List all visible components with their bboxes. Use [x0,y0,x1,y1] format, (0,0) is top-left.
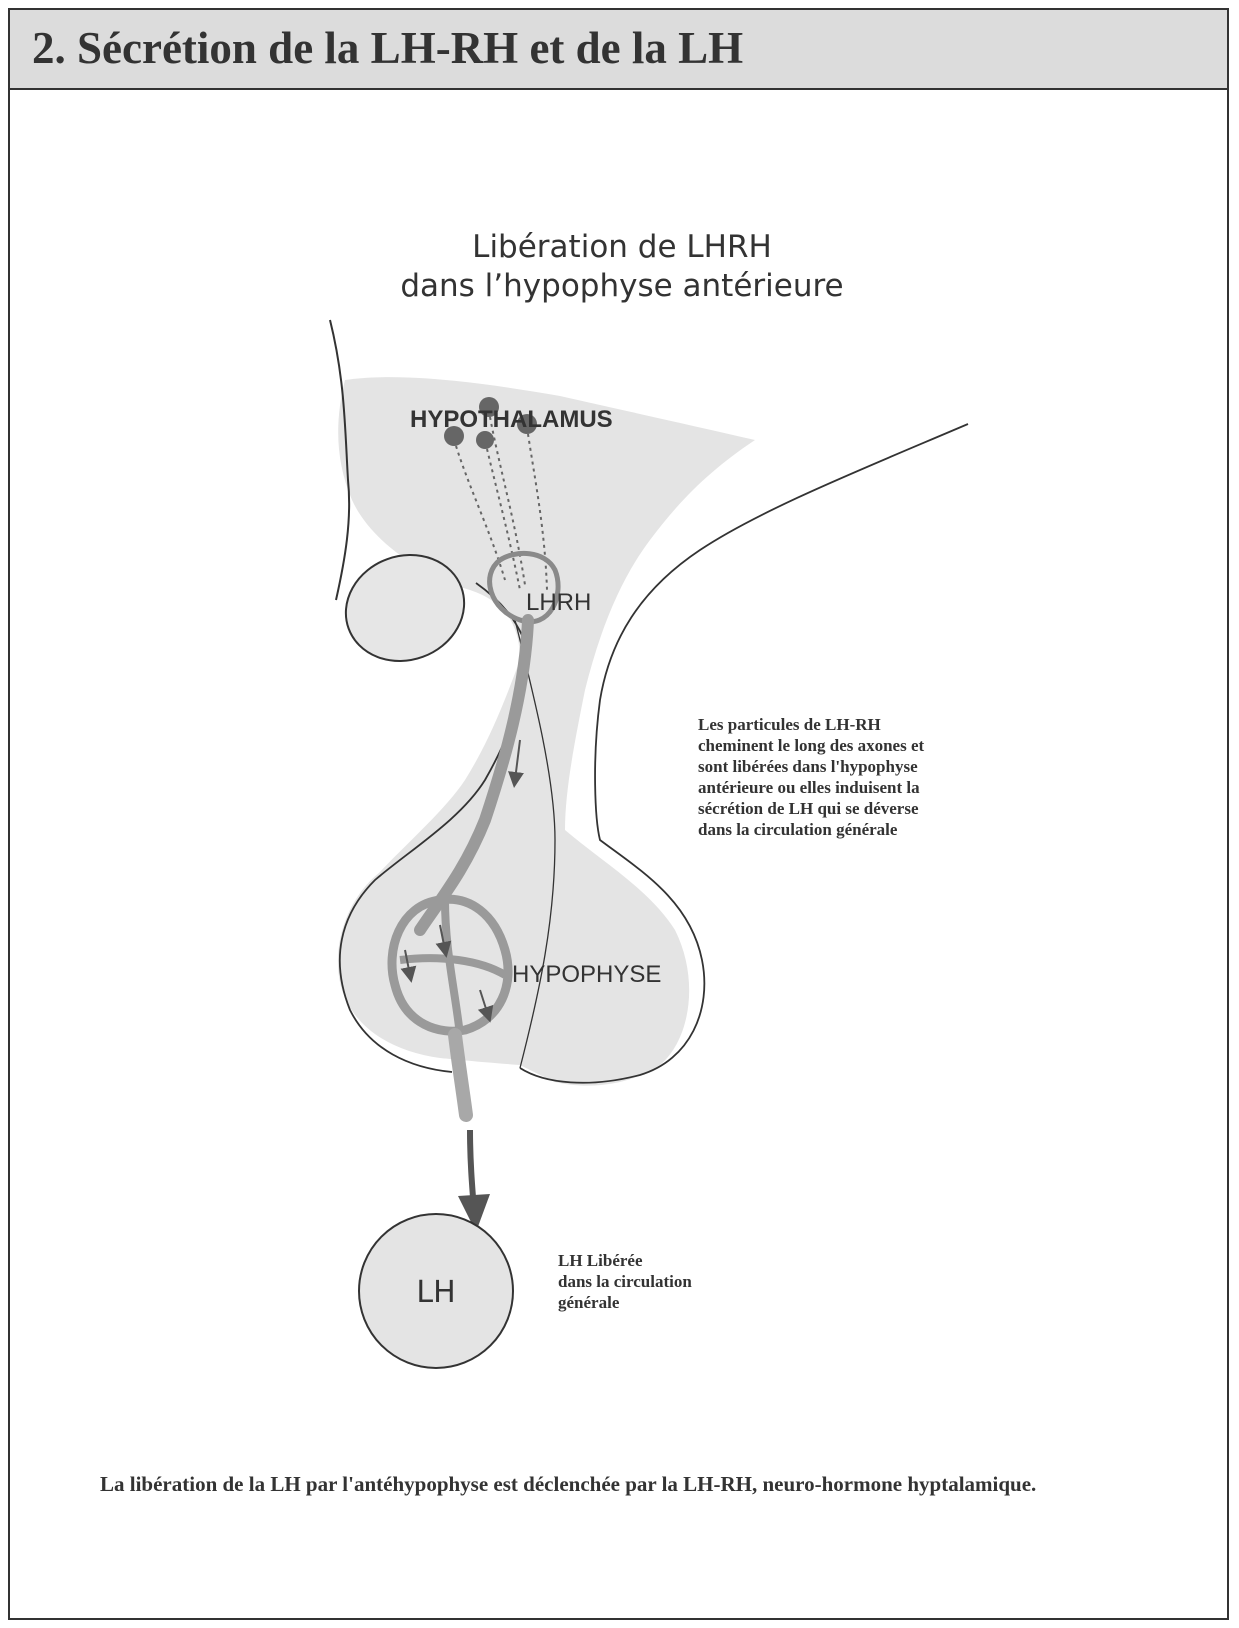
note-line: Les particules de LH-RH [698,714,924,735]
neuron-body [476,431,494,449]
note-line: générale [558,1292,692,1313]
note-line: dans la circulation générale [698,819,924,840]
hypophyse-label: HYPOPHYSE [512,961,661,988]
hypothalamus-label: HYPOTHALAMUS [410,406,613,433]
diagram-title-line-1: Libération de LHRH [472,229,772,265]
lh-label: LH [416,1275,455,1310]
note-line: antérieure ou elles induisent la [698,777,924,798]
note-line: cheminent le long des axones et [698,735,924,756]
lhrh-label: LHRH [526,589,591,616]
brain-outline [330,320,349,600]
diagram-title-line-2: dans l’hypophyse antérieure [400,268,843,304]
note-line: dans la circulation [558,1271,692,1292]
lh-release-note: LH Libérée dans la circulation générale [558,1250,692,1313]
note-line: sont libérées dans l'hypophyse [698,756,924,777]
figure-caption: La libération de la LH par l'antéhypophy… [100,1470,1140,1499]
note-line: LH Libérée [558,1250,692,1271]
note-line: sécrétion de LH qui se déverse [698,798,924,819]
particles-note: Les particules de LH-RH cheminent le lon… [698,714,924,840]
